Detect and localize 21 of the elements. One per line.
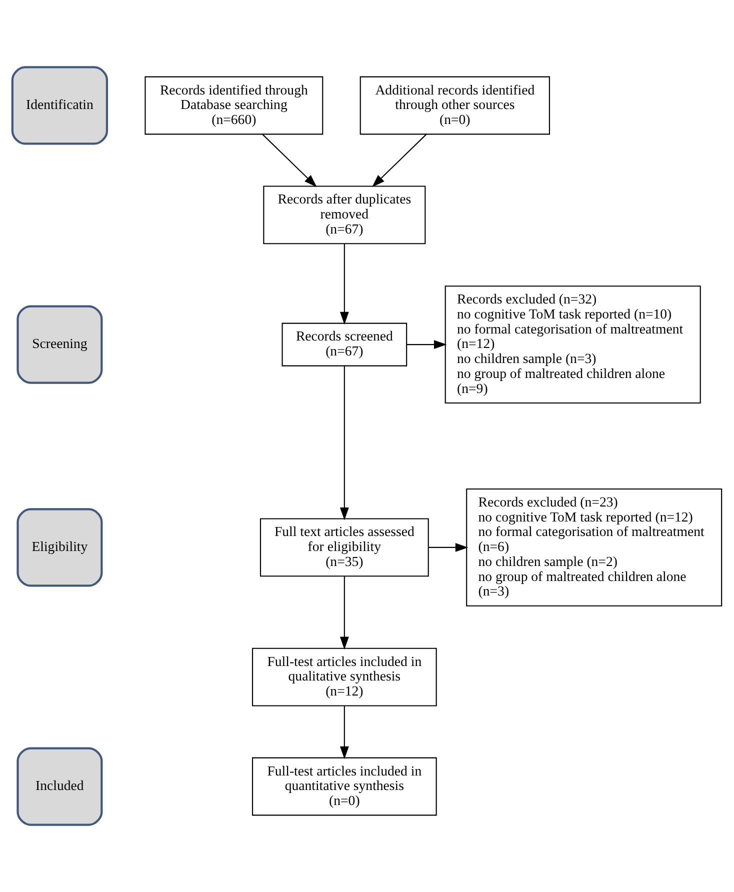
node-box: Records identified through Database searching (n=660) bbox=[144, 76, 324, 135]
node-box: Additional records identified through other sources (n=0) bbox=[360, 76, 550, 135]
arrow bbox=[340, 576, 349, 650]
arrow bbox=[340, 366, 349, 520]
arrow bbox=[406, 340, 447, 349]
node-box: Records excluded (n=32) no cognitive ToM task reported (n=10) no formal categorisation of maltreatment (n=12) no children sample (n=3) no group of maltreated children alone (n=9) bbox=[444, 286, 701, 404]
node-box: Records screened (n=67) bbox=[282, 322, 408, 366]
arrow bbox=[340, 244, 349, 325]
node-box: Records excluded (n=23) no cognitive ToM task reported (n=12) no formal categorisation of maltreatment (n=6) no children sample (n=2) no group of maltreated children alone (n=3) bbox=[466, 488, 722, 606]
arrow bbox=[340, 706, 349, 760]
node-box: Full-test articles included in quantitative synthesis (n=0) bbox=[252, 757, 437, 816]
arrow bbox=[372, 134, 427, 188]
node-box: Records after duplicates removed (n=67) bbox=[263, 186, 426, 244]
arrow bbox=[262, 134, 317, 188]
arrow bbox=[428, 543, 468, 552]
node-box: Eligibility bbox=[16, 508, 103, 587]
node-box: Screening bbox=[16, 305, 103, 384]
node-box: Full-test articles included in qualitative synthesis (n=12) bbox=[252, 648, 437, 706]
node-box: Included bbox=[16, 747, 103, 826]
node-box: Full text articles assessed for eligibility (n=35) bbox=[260, 518, 429, 577]
node-box: Identificatin bbox=[11, 66, 108, 145]
